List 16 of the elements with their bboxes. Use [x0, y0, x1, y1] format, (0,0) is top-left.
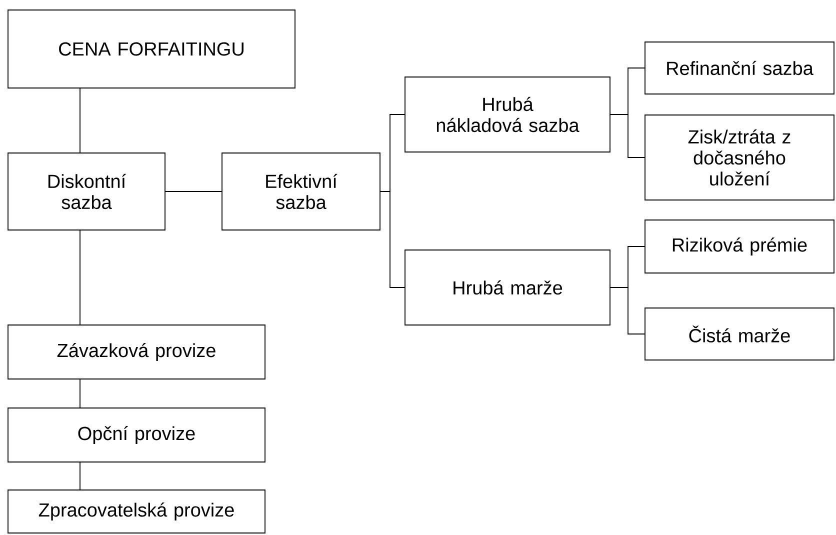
text-box: Zisk/ztráta z dočasného uložení	[644, 114, 834, 200]
text-box: Riziková prémie	[644, 220, 834, 274]
text-box: Závazková provize	[8, 324, 266, 380]
text-box: Čistá marže	[644, 308, 834, 360]
connector-line	[610, 114, 645, 158]
text-box: Hrubá nákladová sazba	[404, 76, 610, 152]
text-box: Opční provize	[8, 408, 266, 462]
text-box: Hrubá marže	[404, 250, 610, 326]
text-box: Refinanční sazba	[644, 42, 834, 94]
connector-line	[610, 287, 645, 334]
text-box: CENA FORFAITINGU	[8, 10, 296, 88]
connector-line	[165, 191, 222, 192]
text-box: Efektivní sazba	[222, 152, 380, 230]
text-box: Zpracovatelská provize	[8, 490, 266, 534]
text-box: Diskontní sazba	[8, 152, 166, 230]
connector-line	[380, 191, 405, 288]
